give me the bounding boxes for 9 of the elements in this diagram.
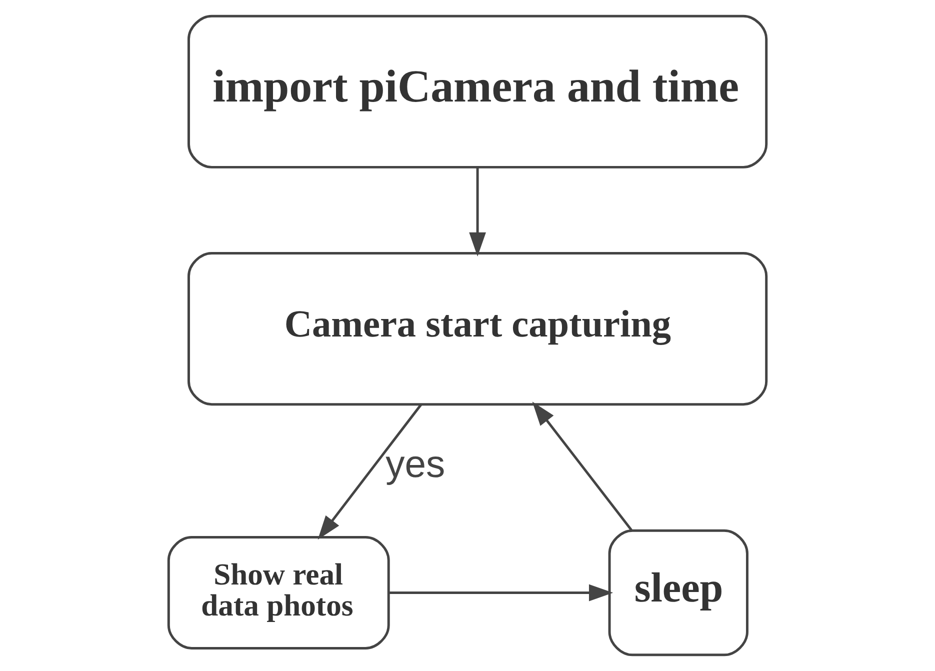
arrow xyxy=(532,402,632,531)
edge-label: yes xyxy=(386,443,446,486)
arrow xyxy=(469,167,486,256)
arrow xyxy=(318,404,422,540)
arrow xyxy=(388,584,614,602)
node-box: Camera start capturing xyxy=(188,252,768,406)
node-box: import piCamera and time xyxy=(188,14,768,168)
node-box: Show real data photos xyxy=(167,536,390,650)
node-box: sleep xyxy=(608,529,748,656)
